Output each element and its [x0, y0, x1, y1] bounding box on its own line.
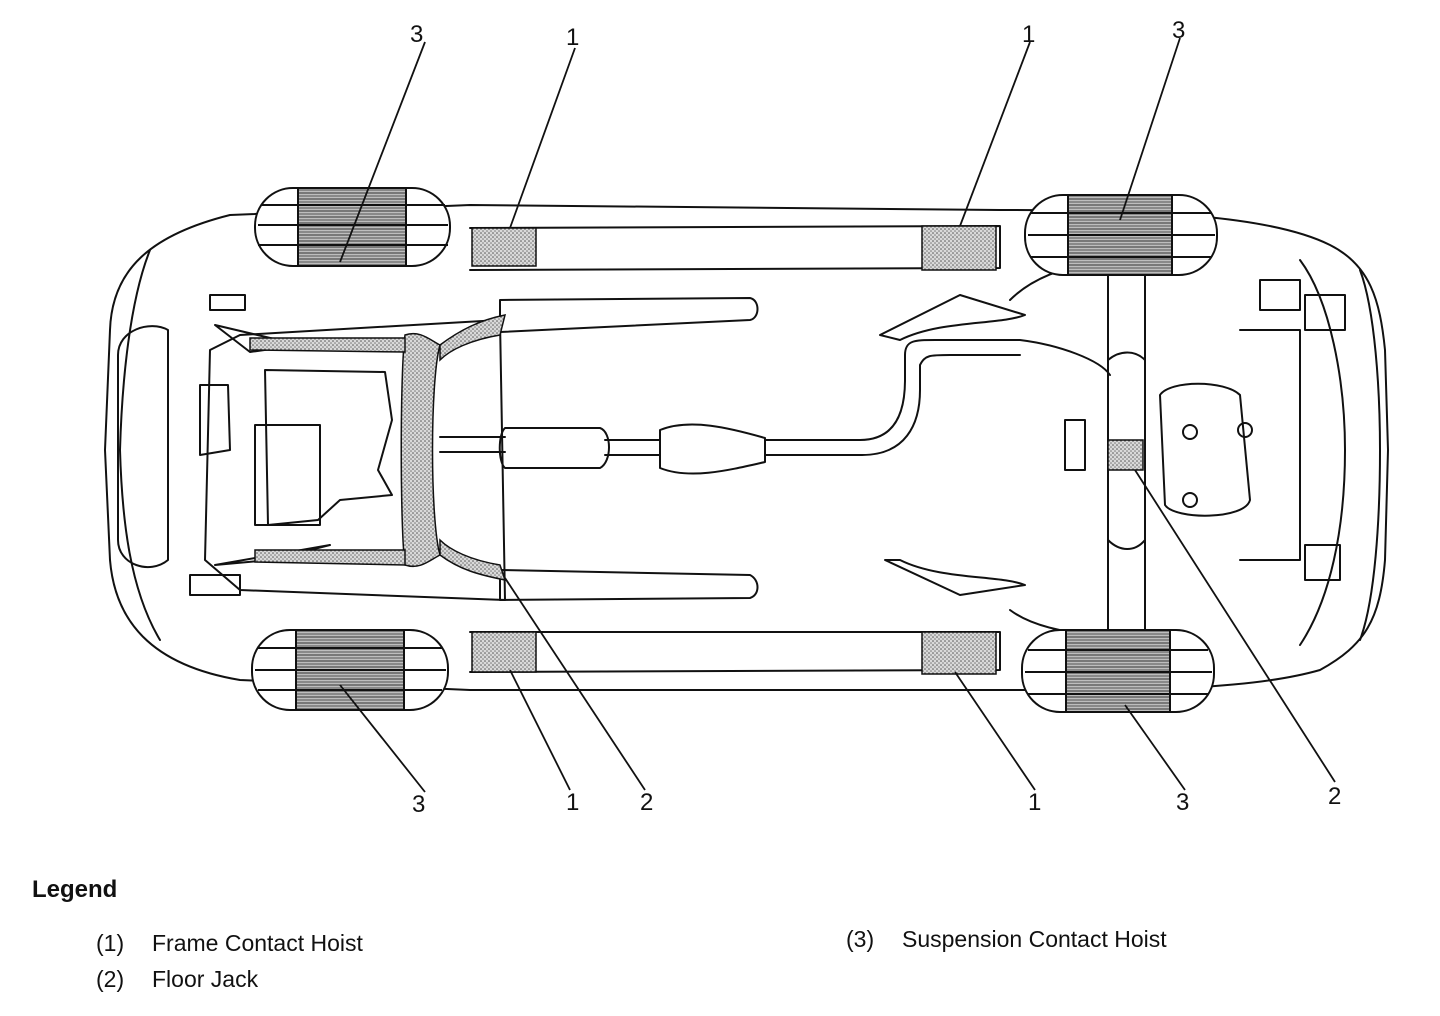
spare-tire-well — [1159, 382, 1251, 517]
tire-rear-right — [1021, 629, 1215, 713]
callout-1-bottom-left: 1 — [566, 789, 579, 816]
callout-2-bottom-center: 2 — [640, 789, 653, 816]
front-crossmember-lift-area — [400, 333, 441, 567]
callout-1-bottom-right: 1 — [1028, 789, 1041, 816]
exhaust-pipe — [439, 436, 506, 453]
legend-item-number: (3) — [846, 926, 875, 952]
legend-title: Legend — [32, 876, 118, 903]
tire-front-left — [254, 187, 451, 267]
legend-item-floor-jack: (2) Floor Jack — [96, 966, 258, 993]
callout-1-top-left: 1 — [566, 24, 579, 51]
legend-item-number: (2) — [96, 966, 125, 992]
frame-contact-point-rear-left — [921, 225, 997, 271]
callout-3-bottom-left: 3 — [412, 791, 425, 818]
vehicle-underbody-diagram: 3 1 1 3 3 1 2 1 3 2 — [104, 17, 1389, 818]
tire-rear-left — [1024, 194, 1218, 276]
right-frame-rail — [469, 631, 1001, 673]
frame-contact-point-front-right — [471, 631, 537, 673]
legend-item-label: Floor Jack — [152, 966, 259, 992]
legend-item-label: Suspension Contact Hoist — [902, 926, 1167, 952]
floor-jack-point-rear — [1107, 439, 1144, 471]
callout-1-top-right: 1 — [1022, 21, 1035, 48]
legend-item-label: Frame Contact Hoist — [152, 930, 363, 956]
legend-item-frame-contact-hoist: (1) Frame Contact Hoist — [96, 930, 363, 957]
muffler — [659, 423, 766, 475]
legend-item-suspension-contact-hoist: (3) Suspension Contact Hoist — [846, 926, 1167, 953]
left-frame-rail — [469, 225, 1001, 271]
catalytic-converter — [498, 427, 610, 469]
callout-3-bottom-right: 3 — [1176, 789, 1189, 816]
frame-contact-point-front-left — [471, 227, 537, 267]
callout-3-top-left: 3 — [410, 21, 423, 48]
legend-item-number: (1) — [96, 930, 125, 956]
vehicle-body-outline — [104, 204, 1389, 691]
tire-front-right — [251, 629, 449, 711]
frame-contact-point-rear-right — [921, 631, 997, 675]
callout-2-right: 2 — [1328, 783, 1341, 810]
callout-3-top-right: 3 — [1172, 17, 1185, 44]
